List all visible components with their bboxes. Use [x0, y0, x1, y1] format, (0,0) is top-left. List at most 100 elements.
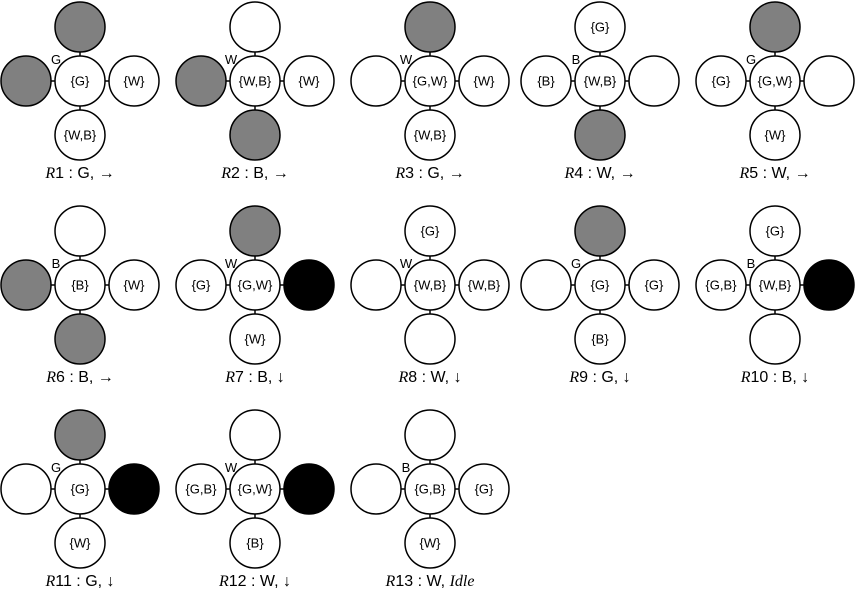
- node-center: [54, 55, 106, 107]
- node-center: [404, 259, 456, 311]
- node-center: [574, 55, 626, 107]
- node-left-label: {G}: [712, 74, 731, 89]
- rule-r12: {G,W} {B} {G,B} W R12 : W, ↓: [175, 409, 335, 590]
- node-right: [803, 55, 855, 107]
- node-left: [175, 463, 227, 515]
- node-down: [229, 313, 281, 365]
- node-left: [0, 259, 52, 311]
- node-center-label: {B}: [71, 278, 89, 293]
- node-right-label: {W}: [474, 74, 496, 89]
- node-up: [574, 1, 626, 53]
- node-center: [229, 463, 281, 515]
- robot-color-label: B: [52, 256, 61, 271]
- rule-caption: R4 : W, →: [563, 165, 635, 182]
- node-center: [574, 259, 626, 311]
- robot-color-label: W: [225, 52, 238, 67]
- node-left: [520, 259, 572, 311]
- rule-r5: {G,W}{W}{G}GR5 : W, →: [695, 1, 855, 182]
- rule-caption: R6 : B, →: [45, 369, 114, 386]
- node-right: [283, 55, 335, 107]
- node-center-label: {G,W}: [238, 278, 273, 293]
- robot-color-label: W: [400, 256, 413, 271]
- node-down: [54, 313, 106, 365]
- node-right: [283, 259, 335, 311]
- node-left: [695, 259, 747, 311]
- node-left-label: {G}: [192, 278, 211, 293]
- node-left: [350, 259, 402, 311]
- node-up-label: {G}: [591, 20, 610, 35]
- rule-caption: R10 : B, ↓: [740, 369, 809, 386]
- node-right-label: {G}: [645, 278, 664, 293]
- node-up: [54, 205, 106, 257]
- robot-color-label: B: [572, 52, 581, 67]
- robot-color-label: W: [225, 460, 238, 475]
- node-left-label: {B}: [537, 74, 555, 89]
- rule-r8: {W,B}{G}{W,B}WR8 : W, ↓: [350, 205, 510, 386]
- node-right-label: {W}: [124, 74, 146, 89]
- node-center-label: {W,B}: [759, 278, 792, 293]
- node-up-label: {G}: [766, 224, 785, 239]
- node-up: [749, 205, 801, 257]
- node-center: [404, 463, 456, 515]
- rule-r1: {G}{W,B}{W}GR1 : G, →: [0, 1, 160, 182]
- node-down: [574, 109, 626, 161]
- rule-caption: R9 : G, ↓: [568, 369, 630, 386]
- rule-r9: {G}{B}{G}GR9 : G, ↓: [520, 205, 680, 386]
- rule-caption: R5 : W, →: [738, 165, 810, 182]
- node-center-label: {G}: [591, 278, 610, 293]
- node-down-label: {B}: [246, 536, 264, 551]
- node-center-label: {G}: [71, 74, 90, 89]
- rule-caption: R8 : W, ↓: [397, 369, 461, 386]
- node-down: [54, 109, 106, 161]
- node-right-label: {G}: [475, 482, 494, 497]
- node-center-label: {G}: [71, 482, 90, 497]
- rule-r6: {B} {W} B R6 : B, →: [0, 205, 160, 386]
- node-left: [350, 463, 402, 515]
- node-right: [458, 55, 510, 107]
- node-down: [749, 109, 801, 161]
- robot-color-label: G: [746, 52, 756, 67]
- rule-r10: {W,B} {G} {G,B} B R10 : B, ↓: [695, 205, 855, 386]
- node-up: [404, 409, 456, 461]
- node-center-label: {G,W}: [413, 74, 448, 89]
- node-center-label: {G,B}: [414, 482, 446, 497]
- node-up: [574, 205, 626, 257]
- node-center: [749, 259, 801, 311]
- node-right: [458, 463, 510, 515]
- node-down-label: {W}: [420, 536, 442, 551]
- rule-r7: {G,W}{W}{G}WR7 : B, ↓: [175, 205, 335, 386]
- node-down: [404, 313, 456, 365]
- node-right-label: {W}: [299, 74, 321, 89]
- node-left: [175, 259, 227, 311]
- node-up-label: {G}: [421, 224, 440, 239]
- node-up: [749, 1, 801, 53]
- node-left: [0, 55, 52, 107]
- rule-r4: {W,B}{G}{B}BR4 : W, →: [520, 1, 680, 182]
- node-right: [458, 259, 510, 311]
- node-down: [404, 109, 456, 161]
- node-center-label: {G,W}: [238, 482, 273, 497]
- node-up: [54, 409, 106, 461]
- rule-caption: R13 : W, Idle: [385, 573, 475, 590]
- rule-caption: R3 : G, →: [394, 165, 464, 182]
- node-left-label: {G,B}: [705, 278, 737, 293]
- rule-caption: R11 : G, ↓: [44, 573, 114, 590]
- robot-color-label: W: [400, 52, 413, 67]
- node-right-label: {W,B}: [468, 278, 501, 293]
- node-center: [229, 259, 281, 311]
- node-down-label: {W}: [765, 128, 787, 143]
- node-center: [404, 55, 456, 107]
- robot-color-label: B: [747, 256, 756, 271]
- node-down: [749, 313, 801, 365]
- node-right-label: {W}: [124, 278, 146, 293]
- robot-color-label: W: [225, 256, 238, 271]
- node-up: [404, 205, 456, 257]
- node-left: [175, 55, 227, 107]
- node-right: [108, 55, 160, 107]
- node-left-label: {G,B}: [185, 482, 217, 497]
- node-right: [108, 259, 160, 311]
- node-left: [350, 55, 402, 107]
- rule-caption: R12 : W, ↓: [218, 573, 291, 590]
